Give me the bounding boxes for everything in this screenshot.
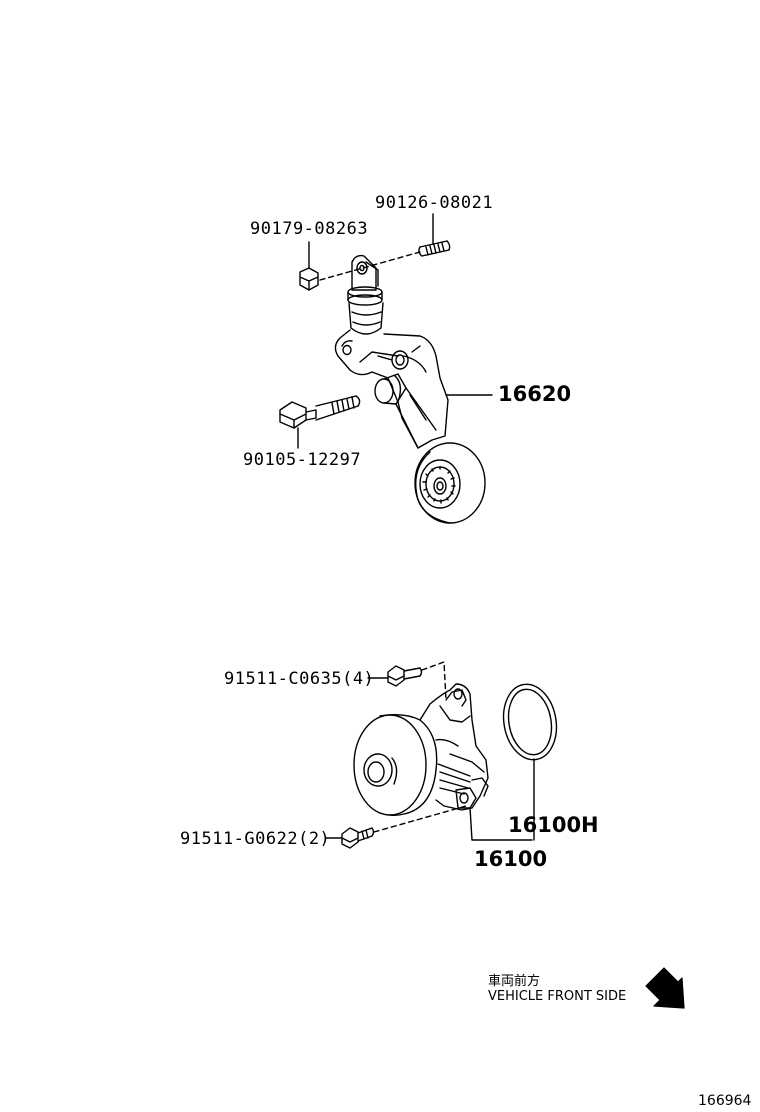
label-stud: 90126-08021 (375, 193, 494, 213)
label-nut: 90179-08263 (250, 219, 369, 239)
gasket-icon (502, 683, 558, 841)
water-pump-icon (353, 683, 533, 841)
nut-icon (299, 241, 319, 291)
bolt-icon (279, 395, 361, 449)
label-pump-lower-bolt: 91511-G0622(2) (180, 829, 331, 849)
direction-label-en: VEHICLE FRONT SIDE (488, 989, 627, 1004)
label-gasket: 16100H (508, 813, 599, 837)
label-water-pump: 16100 (474, 847, 548, 871)
label-pump-upper-bolt: 91511-C0635(4) (224, 669, 375, 689)
label-tensioner: 16620 (498, 382, 572, 406)
stud-icon (418, 213, 451, 257)
alignment-dashed-line (421, 661, 447, 701)
direction-label-jp: 車両前方 (488, 974, 541, 989)
alignment-dashed-line (373, 805, 467, 833)
pulley-icon (414, 442, 486, 524)
bolt-icon (325, 827, 375, 849)
direction-arrow-icon (645, 967, 685, 1009)
label-tensioner-bolt: 90105-12297 (243, 450, 362, 470)
bolt-icon (367, 665, 423, 687)
tensioner-icon (334, 254, 493, 449)
figure-number: 166964 (698, 1093, 752, 1109)
alignment-dashed-line (319, 251, 421, 281)
